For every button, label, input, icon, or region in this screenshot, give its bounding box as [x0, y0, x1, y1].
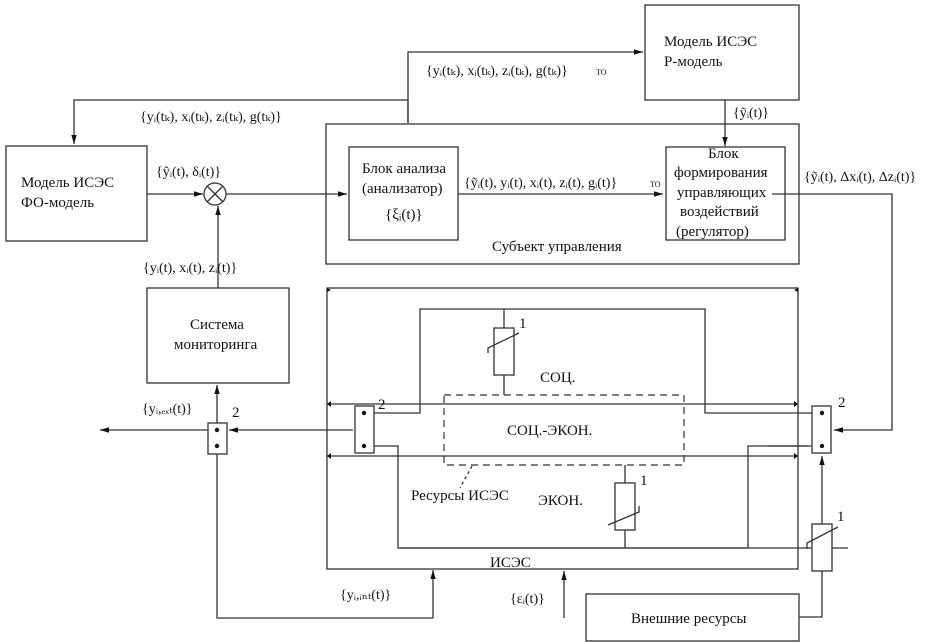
fo-model-line2: ФО-модель	[21, 195, 94, 211]
isees-frame	[326, 287, 799, 570]
external-resources-block	[585, 593, 800, 642]
r-model-line2: Р-модель	[664, 54, 723, 70]
arrow-to-fo-model	[71, 99, 408, 144]
label-r-out: {ỹᵢ(t)}	[733, 106, 769, 121]
soc-regulator-element	[493, 327, 515, 376]
regulator-line5: (регулятор)	[676, 224, 749, 240]
subject-of-control-label: Субъект управления	[492, 239, 622, 255]
label-fo-out: {ŷᵢ(t), δᵢ(t)}	[156, 165, 221, 180]
label-to-r-model-sub: ТО	[596, 68, 607, 77]
isees-left-switch-marker: 2	[378, 397, 386, 413]
arrow-to-r-model	[407, 49, 643, 123]
label-eps: {εᵢ(t)}	[510, 592, 545, 607]
analyzer-block	[348, 146, 459, 241]
analyzer-line1: Блок анализа	[362, 161, 446, 177]
external-resources-label: Внешние ресурсы	[631, 611, 746, 627]
r-model-line1: Модель ИСЭС	[664, 34, 757, 50]
resources-leader	[459, 465, 473, 489]
soc-label: СОЦ.	[540, 370, 575, 386]
isees-right-switch-marker: 2	[838, 395, 846, 411]
isees-left-switch	[354, 405, 375, 454]
monitoring-line2: мониторинга	[174, 337, 258, 353]
isees-label: ИСЭС	[490, 555, 531, 571]
regulator-block	[665, 146, 786, 241]
monitoring-line1: Система	[190, 317, 244, 333]
label-to-fo-model: {yᵢ(tₖ), xᵢ(tₖ), zᵢ(tₖ), g(tₖ)}	[140, 110, 282, 125]
regulator-line1: Блок	[708, 146, 739, 162]
econ-regulator-element	[614, 482, 636, 531]
soc-econ-region	[443, 394, 685, 466]
label-y-ext: {yᵢ,ₑₓₜ(t)}	[142, 402, 193, 417]
arrow-regulator-to-switch	[772, 193, 893, 433]
label-monitoring-out: {yᵢ(t), xᵢ(t), zᵢ(t)}	[143, 261, 237, 276]
analyzer-line2: (анализатор)	[362, 181, 443, 197]
label-analyzer-out-sub: ТО	[650, 180, 661, 189]
label-analyzer-out: {ỹᵢ(t), yᵢ(t), xᵢ(t), zᵢ(t), gᵢ(t)}	[464, 176, 617, 191]
monitoring-block	[146, 287, 290, 384]
fo-model-block	[5, 145, 148, 242]
isees-right-switch	[811, 405, 832, 454]
econ-loop-right-vert	[747, 445, 818, 548]
soc-element-marker: 1	[519, 316, 527, 332]
arrow-y-int	[216, 454, 436, 619]
left-switch-marker: 2	[232, 405, 240, 421]
frame-corner-marks	[327, 288, 798, 459]
label-y-int: {yᵢ,ᵢₙₜ(t)}	[340, 588, 391, 603]
external-element-marker: 1	[837, 509, 845, 525]
soc-econ-label: СОЦ.-ЭКОН.	[507, 423, 592, 439]
comparator-icon	[203, 182, 227, 206]
resources-label: Ресурсы ИСЭС	[411, 488, 509, 504]
analyzer-line3: {ξᵢ(t)}	[385, 207, 423, 223]
econ-element-marker: 1	[640, 473, 648, 489]
label-regulator-out: {ỹᵢ(t), Δxᵢ(t), Δzᵢ(t)}	[804, 170, 916, 185]
regulator-line4: воздействий	[680, 204, 759, 220]
regulator-line2: формирования	[674, 165, 768, 181]
label-to-r-model: {yᵢ(tₖ), xᵢ(tₖ), zᵢ(tₖ), g(tₖ)}	[426, 64, 568, 79]
soc-loop	[363, 308, 818, 414]
regulator-line3: управляющих	[677, 185, 767, 201]
r-model-block	[644, 4, 800, 101]
fo-model-line1: Модель ИСЭС	[21, 175, 114, 191]
econ-label: ЭКОН.	[538, 493, 583, 509]
left-switch	[207, 422, 228, 455]
